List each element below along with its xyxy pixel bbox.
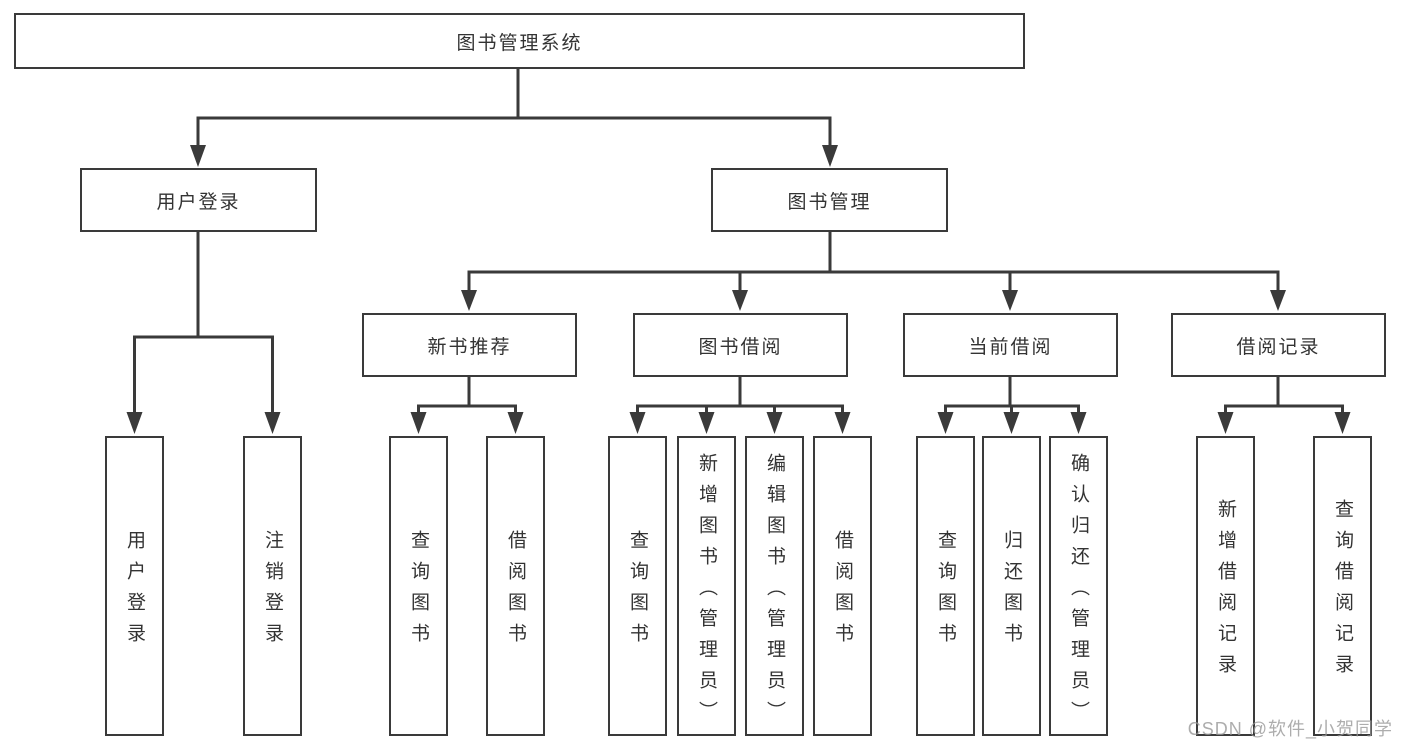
node-new-book-recommend: 新书推荐: [362, 313, 577, 377]
leaf-return-books: 归还图书: [982, 436, 1041, 736]
leaf-query-books-recommend-label: 查询图书: [408, 530, 429, 654]
leaf-borrow-books-recommend-label: 借阅图书: [505, 530, 526, 654]
arrowhead-down: [1217, 412, 1351, 434]
connector-line: [467, 230, 1280, 295]
connector-current-children: [937, 375, 1087, 434]
leaf-confirm-return-admin: 确认归还（管理员）: [1049, 436, 1108, 736]
leaf-add-books-admin-label: 新增图书（管理员）: [696, 452, 717, 732]
connector-line: [196, 66, 832, 152]
leaf-confirm-return-admin-label: 确认归还（管理员）: [1068, 452, 1089, 732]
connector-line: [636, 375, 844, 418]
arrowhead-down: [937, 412, 1087, 434]
leaf-return-books-label: 归还图书: [1001, 530, 1022, 654]
leaf-add-borrow-record-label: 新增借阅记录: [1215, 499, 1236, 685]
node-current-borrowing: 当前借阅: [903, 313, 1118, 377]
connector-root-to-level2: [190, 66, 838, 167]
leaf-logout-label: 注销登录: [262, 530, 283, 654]
node-borrowing-records-label: 借阅记录: [1236, 336, 1321, 358]
node-book-borrowing: 图书借阅: [633, 313, 848, 377]
node-book-borrowing-label: 图书借阅: [698, 336, 783, 358]
leaf-borrow-books: 借阅图书: [813, 436, 872, 736]
arrowhead-down: [410, 412, 524, 434]
arrowhead-down: [190, 145, 838, 167]
leaf-query-borrow-record-label: 查询借阅记录: [1332, 499, 1353, 685]
connector-line: [417, 375, 517, 418]
leaf-user-login: 用户登录: [105, 436, 164, 736]
connector-new-books-children: [410, 375, 524, 434]
node-root-label: 图书管理系统: [456, 32, 583, 54]
connector-borrowing-children: [629, 375, 851, 434]
leaf-query-books-borrowing-label: 查询图书: [627, 530, 648, 654]
node-user-login: 用户登录: [80, 168, 317, 232]
connector-book-mgmt-children: [461, 230, 1286, 311]
node-current-borrowing-label: 当前借阅: [968, 336, 1053, 358]
leaf-query-books-borrowing: 查询图书: [608, 436, 667, 736]
node-user-login-label: 用户登录: [156, 191, 241, 213]
leaf-edit-books-admin: 编辑图书（管理员）: [745, 436, 804, 736]
leaf-add-borrow-record: 新增借阅记录: [1196, 436, 1255, 736]
connector-line: [133, 230, 274, 418]
leaf-logout: 注销登录: [243, 436, 302, 736]
node-new-book-recommend-label: 新书推荐: [427, 336, 512, 358]
csdn-watermark: CSDN @软件_小贺同学: [1187, 719, 1393, 739]
arrowhead-down: [461, 290, 1286, 311]
leaf-query-books-current: 查询图书: [916, 436, 975, 736]
connector-line: [1224, 375, 1344, 418]
arrowhead-down: [629, 412, 851, 434]
connector-line: [944, 375, 1080, 418]
leaf-query-books-current-label: 查询图书: [935, 530, 956, 654]
connector-records-children: [1217, 375, 1351, 434]
arrowhead-down: [126, 412, 281, 434]
leaf-user-login-label: 用户登录: [124, 530, 145, 654]
leaf-query-books-recommend: 查询图书: [389, 436, 448, 736]
leaf-borrow-books-recommend: 借阅图书: [486, 436, 545, 736]
node-root: 图书管理系统: [14, 13, 1025, 69]
leaf-query-borrow-record: 查询借阅记录: [1313, 436, 1372, 736]
leaf-edit-books-admin-label: 编辑图书（管理员）: [764, 452, 785, 732]
node-book-management-label: 图书管理: [787, 191, 872, 213]
node-borrowing-records: 借阅记录: [1171, 313, 1386, 377]
node-book-management: 图书管理: [711, 168, 948, 232]
leaf-borrow-books-label: 借阅图书: [832, 530, 853, 654]
leaf-add-books-admin: 新增图书（管理员）: [677, 436, 736, 736]
connector-user-login-children: [126, 230, 281, 434]
